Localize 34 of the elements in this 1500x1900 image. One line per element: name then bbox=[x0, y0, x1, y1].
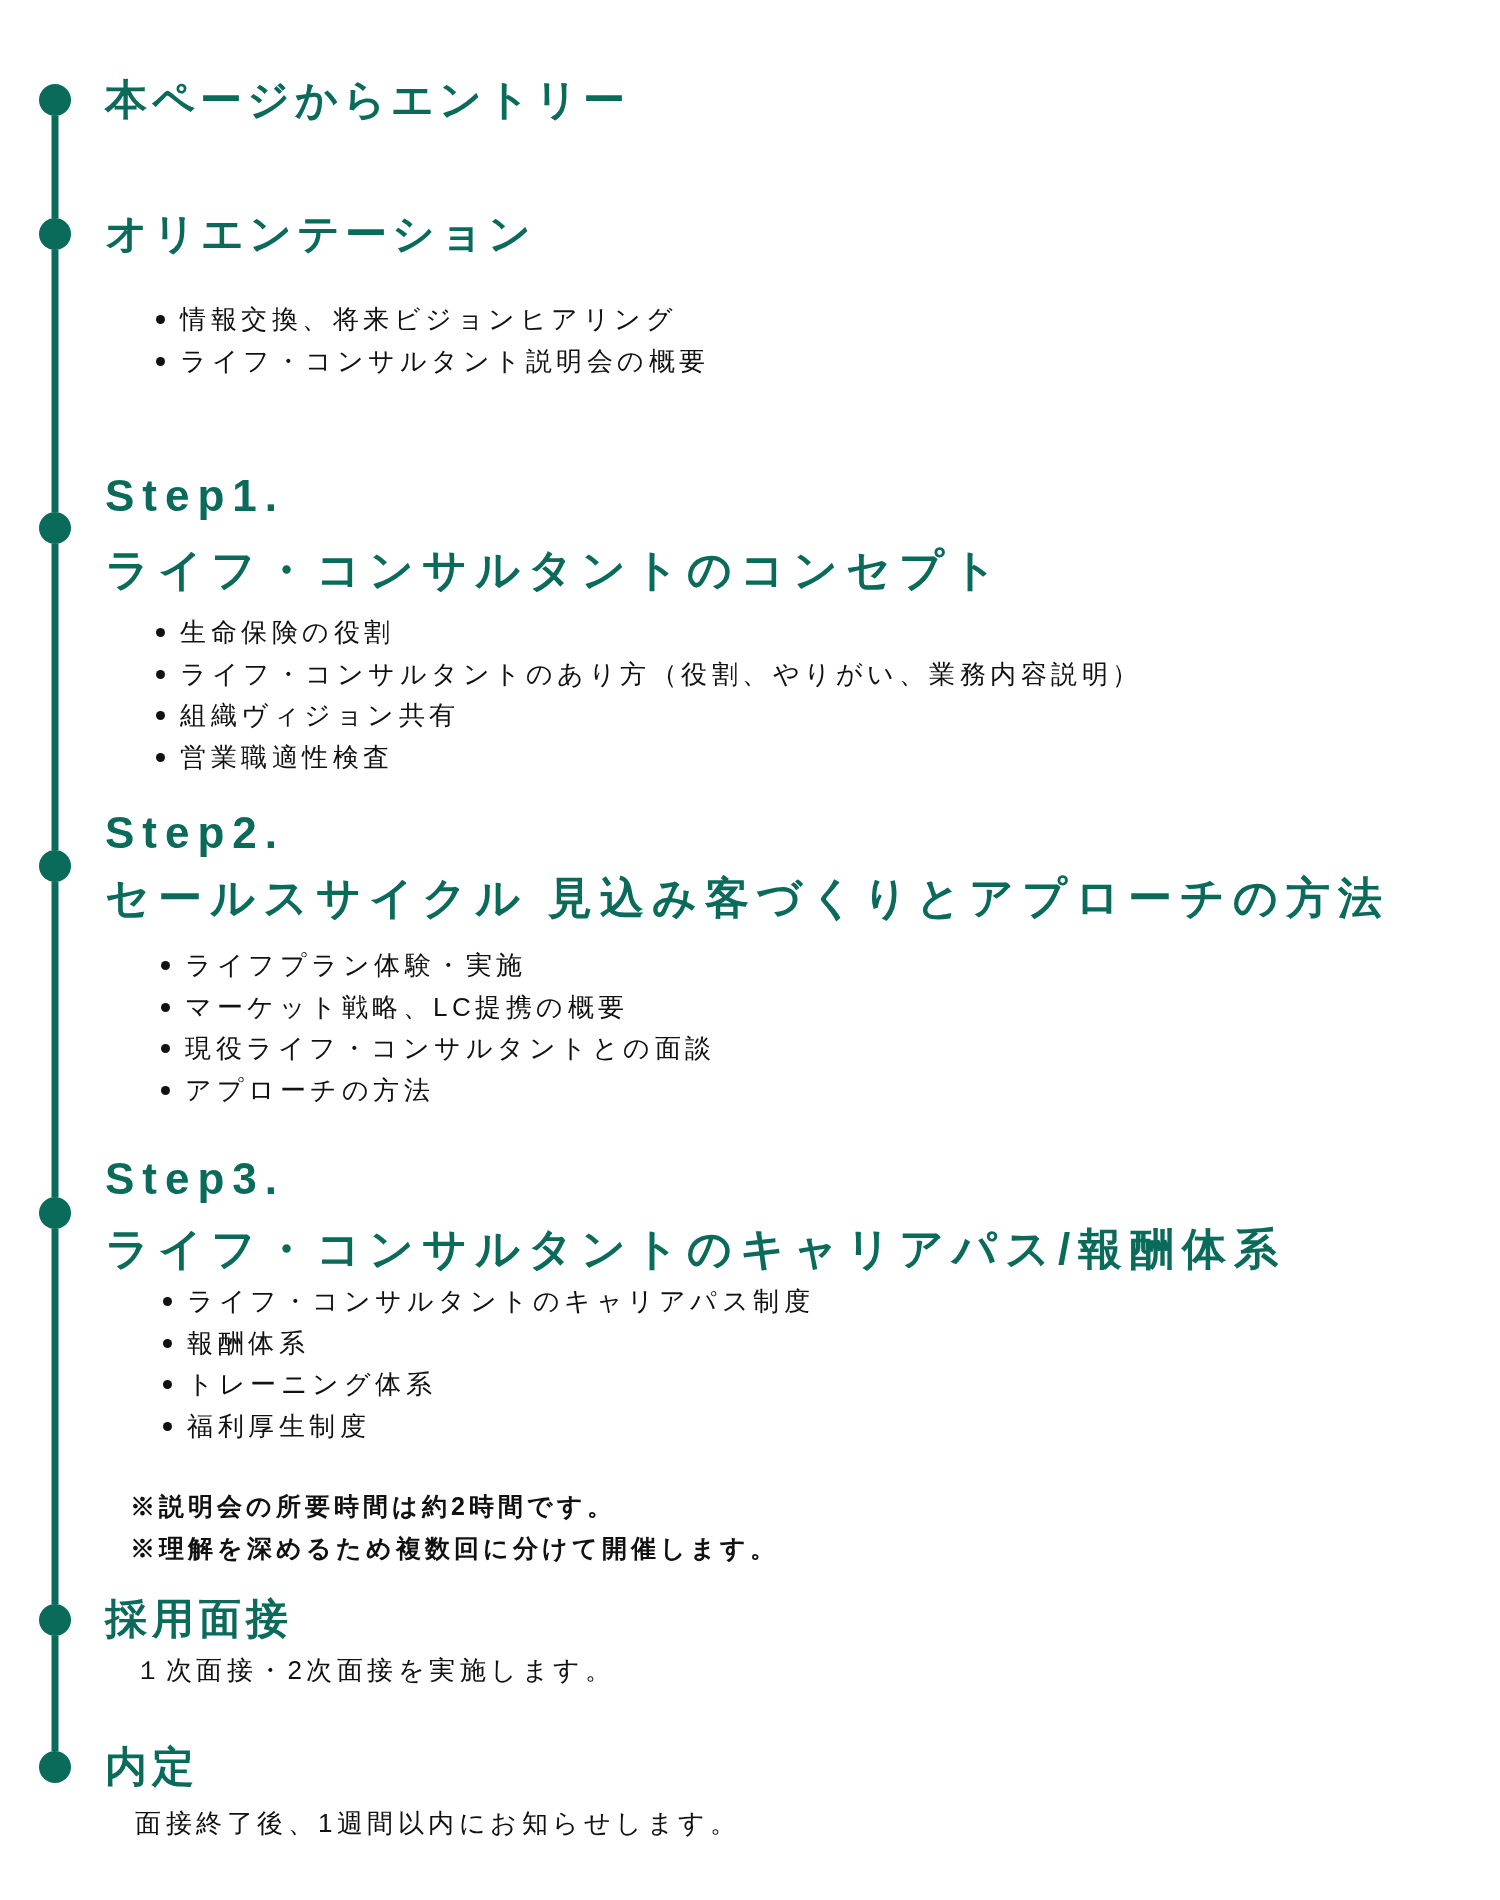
list-item: ライフ・コンサルタント説明会の概要 bbox=[154, 343, 710, 378]
list-item: 福利厚生制度 bbox=[161, 1408, 370, 1443]
note-text: ※説明会の所要時間は約2時間です。 bbox=[130, 1491, 616, 1522]
timeline-line bbox=[51, 882, 59, 1197]
step-heading: Step2. bbox=[105, 807, 286, 859]
description-text: １次面接・2次面接を実施します。 bbox=[135, 1654, 616, 1687]
step-heading: 本ページからエントリー bbox=[105, 75, 630, 125]
list-item: 生命保険の役割 bbox=[154, 615, 395, 649]
list-item: トレーニング体系 bbox=[161, 1367, 436, 1401]
list-item: ライフ・コンサルタントのキャリアパス制度 bbox=[161, 1284, 814, 1318]
timeline-line bbox=[51, 250, 59, 512]
description-text: 面接終了後、1週間以内にお知らせします。 bbox=[135, 1807, 741, 1840]
step-heading: Step1. bbox=[105, 470, 286, 522]
list-item: 現役ライフ・コンサルタントとの面談 bbox=[159, 1031, 716, 1065]
timeline-line bbox=[51, 1229, 59, 1604]
step-heading: ライフ・コンサルタントのコンセプト bbox=[105, 544, 1005, 596]
note-text: ※理解を深めるため複数回に分けて開催します。 bbox=[130, 1533, 779, 1564]
list-item: 情報交換、将来ビジョンヒアリング bbox=[154, 302, 677, 336]
list-item: ライフプラン体験・実施 bbox=[159, 948, 527, 982]
timeline-line bbox=[51, 544, 59, 850]
step-heading: Step3. bbox=[105, 1153, 286, 1205]
list-item: 報酬体系 bbox=[161, 1325, 309, 1360]
step-heading: 内定 bbox=[105, 1742, 199, 1792]
step-heading: セールスサイクル 見込み客づくりとアプローチの方法 bbox=[105, 872, 1391, 924]
timeline-line bbox=[51, 116, 59, 218]
step-heading: オリエンテーション bbox=[105, 209, 536, 259]
list-item: 組織ヴィジョン共有 bbox=[154, 698, 460, 732]
list-item: マーケット戦略、LC提携の概要 bbox=[159, 989, 629, 1024]
list-item: ライフ・コンサルタントのあり方（役割、やりがい、業務内容説明） bbox=[154, 656, 1143, 691]
timeline-line bbox=[51, 1636, 59, 1751]
list-item: アプローチの方法 bbox=[159, 1072, 434, 1107]
step-heading: 採用面接 bbox=[105, 1594, 293, 1644]
step-heading: ライフ・コンサルタントのキャリアパス/報酬体系 bbox=[105, 1223, 1287, 1275]
list-item: 営業職適性検査 bbox=[154, 739, 394, 774]
